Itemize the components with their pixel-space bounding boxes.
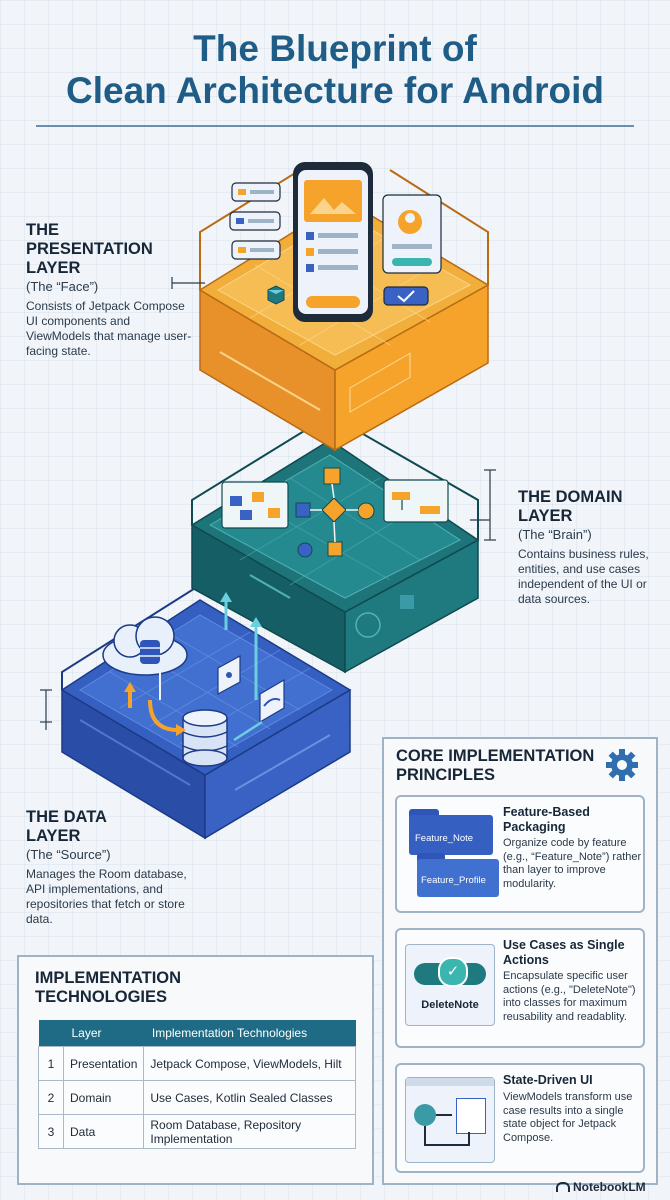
row-index: 1 bbox=[38, 1046, 64, 1081]
title-divider bbox=[36, 125, 634, 127]
table-header-index bbox=[38, 1020, 64, 1047]
smartphone-icon bbox=[293, 162, 373, 322]
core-principles-title: CORE IMPLEMENTATION PRINCIPLES bbox=[396, 747, 595, 784]
notebooklm-brand: NotebookLM bbox=[556, 1180, 646, 1194]
data-layer-title: THE DATA LAYER bbox=[26, 808, 107, 845]
cloud-icon bbox=[102, 616, 188, 676]
table-header-layer: Layer bbox=[63, 1020, 144, 1047]
principle-description-2: Encapsulate specific user actions (e.g.,… bbox=[503, 970, 636, 1023]
row-layer: Domain bbox=[62, 1080, 145, 1115]
row-technologies: Room Database, Repository Implementation bbox=[143, 1114, 356, 1149]
implementation-technologies-title: IMPLEMENTATION TECHNOLOGIES bbox=[35, 969, 182, 1006]
presentation-layer-callout: THE PRESENTATION LAYER (The “Face”) Cons… bbox=[26, 221, 206, 359]
database-icon bbox=[182, 709, 228, 767]
chat-bubble-icons bbox=[229, 182, 281, 260]
row-index: 3 bbox=[38, 1114, 64, 1149]
principle-title-1: Feature-Based Packaging bbox=[503, 805, 590, 834]
title-line-1: The Blueprint of bbox=[193, 28, 477, 69]
row-technologies: Use Cases, Kotlin Sealed Classes bbox=[143, 1080, 356, 1115]
profile-card-icon bbox=[382, 194, 442, 274]
data-layer-description: Manages the Room database, API implement… bbox=[26, 867, 187, 926]
table-row: 2 Domain Use Cases, Kotlin Sealed Classe… bbox=[38, 1080, 356, 1115]
table-row: 3 Data Room Database, Repository Impleme… bbox=[38, 1114, 356, 1149]
table-header-technologies: Implementation Technologies bbox=[143, 1020, 356, 1047]
notebooklm-logo-icon bbox=[556, 1182, 570, 1192]
brand-label: NotebookLM bbox=[573, 1180, 646, 1194]
logic-flow-icon bbox=[295, 467, 375, 558]
folder-label-feature-note: Feature_Note bbox=[415, 833, 474, 844]
principle-title-3: State-Driven UI bbox=[503, 1073, 593, 1087]
data-layer-callout: THE DATA LAYER (The “Source”) Manages th… bbox=[26, 808, 206, 927]
domain-layer-title: THE DOMAIN LAYER bbox=[518, 488, 623, 525]
delete-note-icon: ✓ DeleteNote bbox=[405, 944, 495, 1026]
cube-icon bbox=[267, 285, 285, 305]
presentation-layer-subtitle: (The “Face”) bbox=[26, 279, 99, 294]
principle-title-2: Use Cases as Single Actions bbox=[503, 938, 625, 967]
data-layer-subtitle: (The “Source”) bbox=[26, 847, 111, 862]
domain-layer-description: Contains business rules, entities, and u… bbox=[518, 547, 649, 606]
folder-icons: Feature_Note Feature_Profile bbox=[405, 809, 499, 899]
technologies-table: Layer Implementation Technologies 1 Pres… bbox=[38, 1020, 356, 1149]
checkmark-icon bbox=[383, 286, 429, 306]
core-principles-panel: CORE IMPLEMENTATION PRINCIPLES Feature_N… bbox=[382, 737, 658, 1185]
table-row: 1 Presentation Jetpack Compose, ViewMode… bbox=[38, 1046, 356, 1081]
folder-label-feature-profile: Feature_Profile bbox=[421, 875, 486, 886]
principle-card-use-cases: ✓ DeleteNote Use Cases as Single Actions… bbox=[395, 928, 645, 1048]
presentation-layer-title: THE PRESENTATION LAYER bbox=[26, 221, 153, 277]
presentation-layer-description: Consists of Jetpack Compose UI component… bbox=[26, 299, 192, 358]
presentation-layer-block bbox=[198, 162, 490, 452]
principle-card-feature-packaging: Feature_Note Feature_Profile Feature-Bas… bbox=[395, 795, 645, 913]
title-line-2: Clean Architecture for Android bbox=[66, 70, 604, 111]
principle-description-1: Organize code by feature (e.g., “Feature… bbox=[503, 837, 642, 890]
row-layer: Presentation bbox=[62, 1046, 145, 1081]
domain-layer-callout: THE DOMAIN LAYER (The “Brain”) Contains … bbox=[518, 488, 658, 607]
row-index: 2 bbox=[38, 1080, 64, 1115]
row-technologies: Jetpack Compose, ViewModels, Hilt bbox=[143, 1046, 356, 1081]
wifi-icon bbox=[259, 678, 285, 724]
network-icon bbox=[217, 654, 241, 696]
row-layer: Data bbox=[62, 1114, 145, 1149]
gear-icon bbox=[606, 749, 638, 781]
principle-card-state-driven-ui: State-Driven UI ViewModels transform use… bbox=[395, 1063, 645, 1173]
domain-layer-block bbox=[190, 413, 480, 700]
code-panel-icon bbox=[383, 479, 449, 523]
page-title: The Blueprint of Clean Architecture for … bbox=[0, 28, 670, 112]
flowchart-panel-icon bbox=[221, 481, 289, 529]
delete-note-label: DeleteNote bbox=[421, 999, 479, 1011]
implementation-technologies-panel: IMPLEMENTATION TECHNOLOGIES Layer Implem… bbox=[17, 955, 374, 1185]
table-header-row: Layer Implementation Technologies bbox=[38, 1020, 356, 1047]
state-flow-icon bbox=[405, 1077, 495, 1163]
data-layer-block bbox=[60, 583, 352, 840]
domain-layer-subtitle: (The “Brain”) bbox=[518, 527, 592, 542]
principle-description-3: ViewModels transform use case results in… bbox=[503, 1091, 633, 1144]
callout-connectors bbox=[40, 277, 496, 730]
